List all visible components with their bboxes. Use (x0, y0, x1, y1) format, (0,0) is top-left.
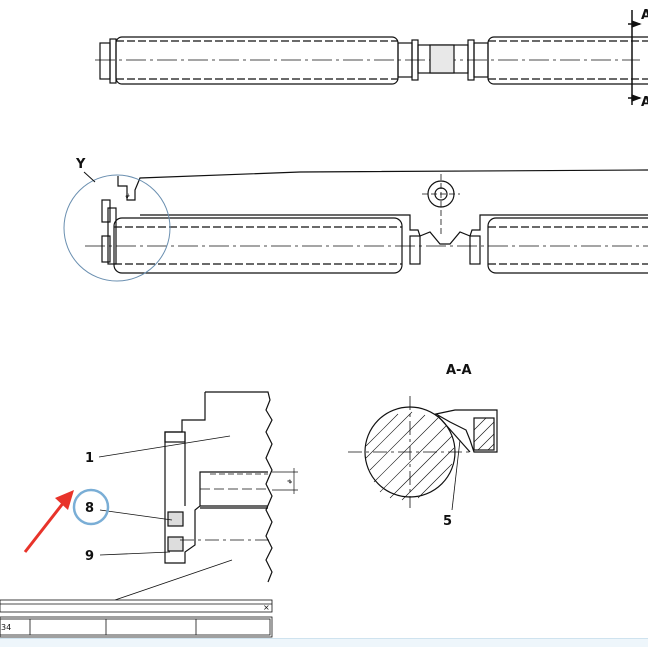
callout-part-9: 9 (85, 549, 94, 564)
annotation-arrow (23, 490, 74, 553)
callout-part-8: 8 (85, 501, 94, 516)
callout-leaders (98, 435, 233, 601)
highlight-circle (72, 488, 110, 526)
top-view (95, 10, 648, 105)
title-block (0, 599, 273, 638)
callout-part-5: 5 (443, 514, 452, 529)
detail-y-view (164, 391, 298, 583)
detail-y-circle (63, 174, 171, 282)
detail-dimension-text: # (125, 193, 130, 200)
section-marker-bottom-label: A (641, 95, 648, 110)
section-marker-top-label: A (641, 8, 648, 23)
side-view (85, 169, 648, 274)
viewer-bottom-strip (0, 638, 648, 647)
title-block-close-icon[interactable]: × (263, 603, 270, 612)
section-aa-view (348, 396, 498, 511)
detail-y-label: Y (75, 157, 86, 172)
callout-part-1: 1 (85, 451, 94, 466)
detail-dimension-label: # (287, 479, 294, 484)
section-aa-label: A-A (446, 363, 472, 378)
title-block-cell-first: 34 (1, 623, 11, 632)
